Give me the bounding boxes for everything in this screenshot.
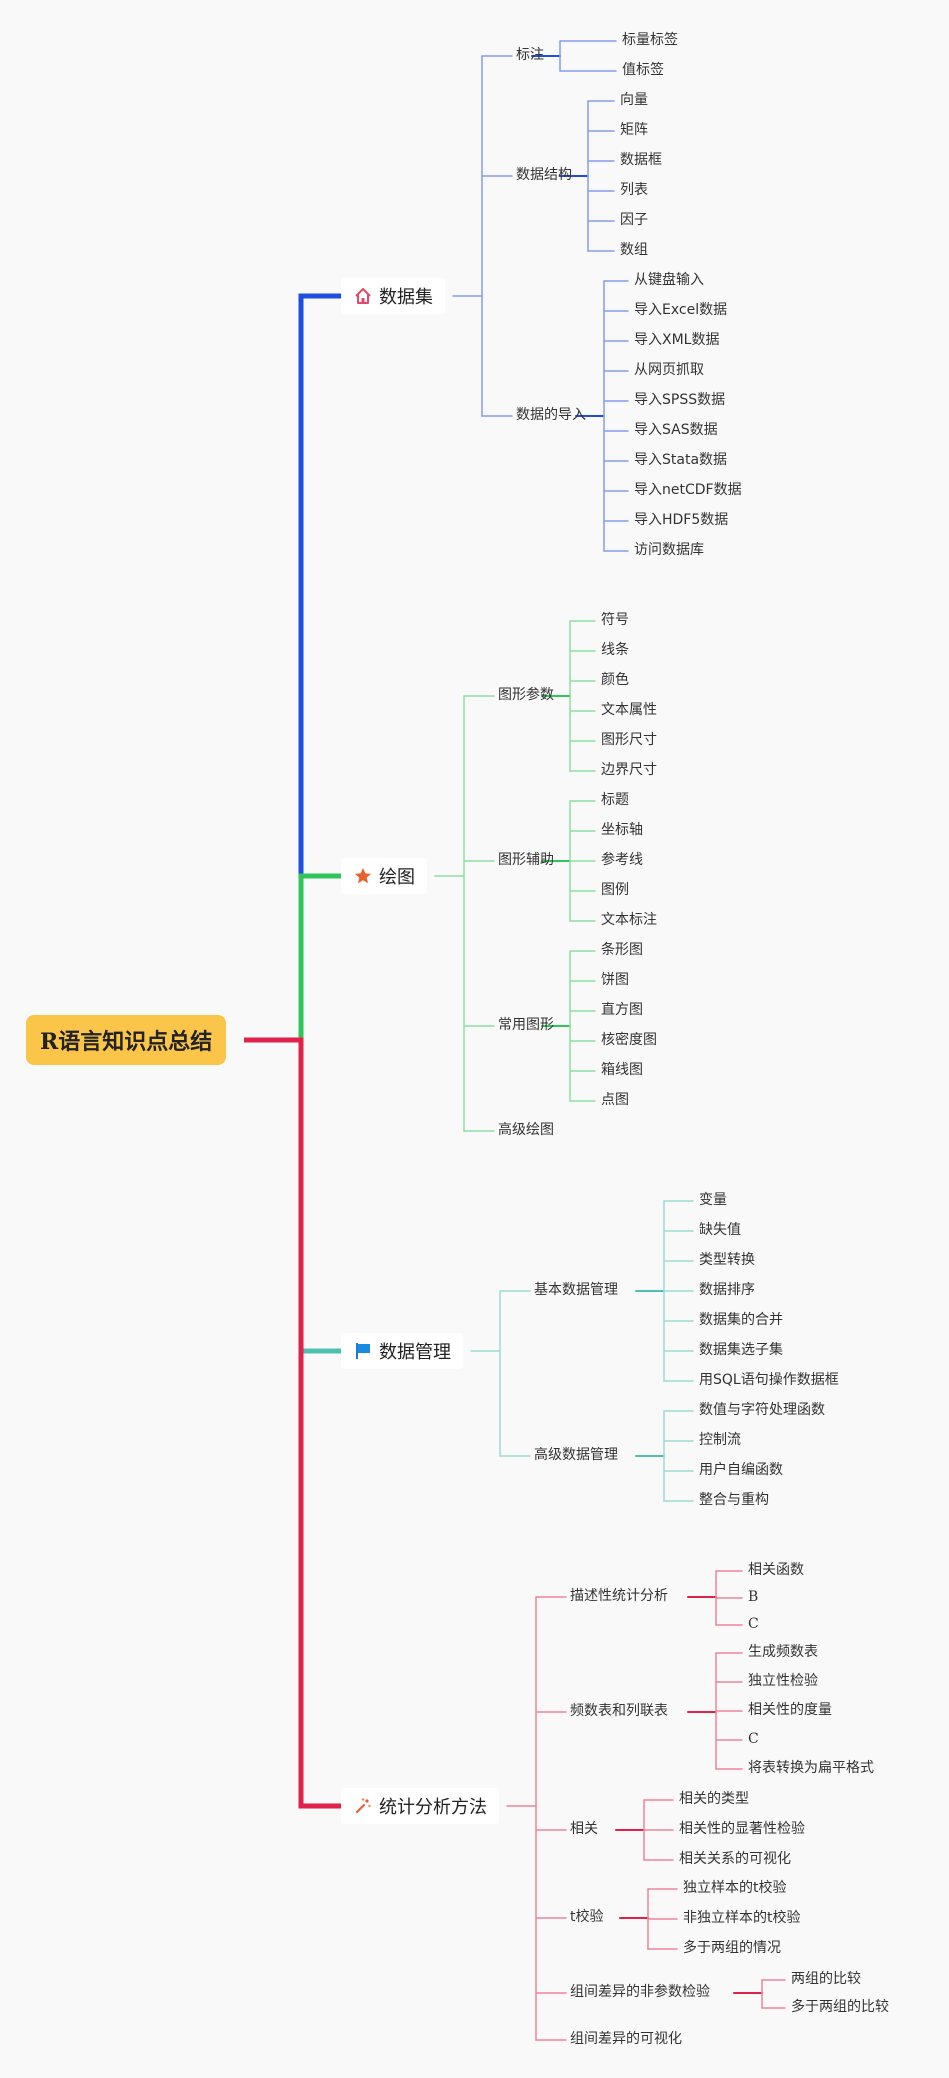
leaf-node[interactable]: 整合与重构 [699,1492,769,1509]
leaf-node[interactable]: 导入SAS数据 [634,422,718,439]
leaf-node[interactable]: 饼图 [601,972,629,989]
leaf-node[interactable]: 条形图 [601,942,643,959]
leaf-node[interactable]: 文本属性 [601,702,657,719]
leaf-node[interactable]: 两组的比较 [791,1971,861,1988]
branch-node-3[interactable]: 统计分析方法 [341,1788,499,1824]
branch-node-0[interactable]: 数据集 [341,278,445,314]
sparkle-icon [356,1798,371,1813]
leaf-node[interactable]: 直方图 [601,1002,643,1019]
leaf-node[interactable]: 文本标注 [601,912,657,929]
leaf-node[interactable]: 图例 [601,882,629,899]
leaf-node[interactable]: 独立性检验 [748,1673,818,1690]
leaf-node[interactable]: 数值与字符处理函数 [699,1402,825,1419]
leaf-node[interactable]: 变量 [699,1192,727,1209]
leaf-node[interactable]: 点图 [601,1092,629,1109]
leaf-node[interactable]: 多于两组的比较 [791,1999,889,2016]
leaf-node[interactable]: 箱线图 [601,1062,643,1079]
sub-node[interactable]: 频数表和列联表 [570,1703,668,1720]
leaf-node[interactable]: 相关性的度量 [748,1702,832,1719]
leaf-node[interactable]: 参考线 [601,852,643,869]
leaf-node[interactable]: 数据框 [620,152,662,169]
house-icon [355,288,371,304]
leaf-node[interactable]: 独立样本的t校验 [683,1880,787,1897]
leaf-node[interactable]: 列表 [620,182,648,199]
leaf-node[interactable]: 从键盘输入 [634,272,704,289]
leaf-node[interactable]: 用户自编函数 [699,1462,783,1479]
leaf-node[interactable]: 因子 [620,212,648,229]
sub-node[interactable]: t校验 [570,1909,604,1926]
branch-node-1[interactable]: 绘图 [341,858,427,894]
leaf-node[interactable]: 标题 [601,792,629,809]
sub-node[interactable]: 常用图形 [498,1017,554,1034]
leaf-node[interactable]: 数组 [620,242,648,259]
leaf-node[interactable]: 将表转换为扁平格式 [748,1760,874,1777]
branch-label: 数据管理 [379,1342,451,1363]
root-node[interactable]: R语言知识点总结 [26,1015,227,1065]
branch-node-2[interactable]: 数据管理 [341,1333,463,1369]
sub-node[interactable]: 组间差异的可视化 [570,2031,682,2048]
sub-node[interactable]: 数据的导入 [516,407,586,424]
leaf-node[interactable]: 值标签 [622,62,664,79]
sub-node[interactable]: 描述性统计分析 [570,1588,668,1605]
leaf-node[interactable]: 符号 [601,612,629,629]
leaf-node[interactable]: 矩阵 [620,122,648,139]
leaf-node[interactable]: 缺失值 [699,1222,741,1239]
leaf-node[interactable]: 数据集的合并 [699,1312,783,1329]
leaf-node[interactable]: 相关的类型 [679,1791,749,1808]
leaf-node[interactable]: 导入Stata数据 [634,452,728,469]
leaf-node[interactable]: 从网页抓取 [634,362,704,379]
leaf-node[interactable]: 导入XML数据 [634,332,720,349]
leaf-node[interactable]: 导入netCDF数据 [634,482,742,499]
leaf-node[interactable]: C [748,1731,759,1748]
leaf-node[interactable]: 数据排序 [699,1282,755,1299]
leaf-node[interactable]: 相关关系的可视化 [679,1851,791,1868]
leaf-node[interactable]: 导入SPSS数据 [634,392,726,409]
leaf-node[interactable]: 访问数据库 [634,542,704,559]
leaf-node[interactable]: 相关性的显著性检验 [679,1821,805,1838]
leaf-node[interactable]: 用SQL语句操作数据框 [699,1372,839,1389]
leaf-node[interactable]: 颜色 [601,672,629,689]
sub-node[interactable]: 组间差异的非参数检验 [570,1984,710,2001]
sub-node[interactable]: 高级数据管理 [534,1447,618,1464]
sub-node[interactable]: 图形参数 [498,687,554,704]
leaf-node[interactable]: 线条 [601,642,629,659]
leaf-node[interactable]: 导入Excel数据 [634,302,728,319]
leaf-node[interactable]: 向量 [620,92,648,109]
leaf-node[interactable]: B [748,1589,759,1606]
leaf-node[interactable]: 导入HDF5数据 [634,512,729,529]
flag-icon [356,1343,370,1359]
sub-node[interactable]: 相关 [570,1821,598,1838]
leaf-node[interactable]: 图形尺寸 [601,732,657,749]
leaf-node[interactable]: 核密度图 [601,1032,657,1049]
leaf-node[interactable]: 相关函数 [748,1562,804,1579]
leaf-node[interactable]: 标量标签 [622,32,678,49]
sub-node[interactable]: 图形辅助 [498,852,554,869]
branch-label: 绘图 [379,867,415,888]
sub-node[interactable]: 标注 [516,47,544,64]
leaf-node[interactable]: 坐标轴 [601,822,643,839]
star-icon [355,868,371,884]
leaf-node[interactable]: 非独立样本的t校验 [683,1910,801,1927]
branch-label: 统计分析方法 [379,1797,487,1818]
leaf-node[interactable]: 控制流 [699,1432,741,1449]
leaf-node[interactable]: 多于两组的情况 [683,1940,781,1957]
leaf-node[interactable]: 边界尺寸 [601,762,657,779]
sub-node[interactable]: 基本数据管理 [534,1282,618,1299]
leaf-node[interactable]: 生成频数表 [748,1644,818,1661]
sub-node[interactable]: 高级绘图 [498,1122,554,1139]
leaf-node[interactable]: 类型转换 [699,1252,755,1269]
sub-node[interactable]: 数据结构 [516,167,572,184]
branch-label: 数据集 [379,287,433,308]
leaf-node[interactable]: 数据集选子集 [699,1342,783,1359]
leaf-node[interactable]: C [748,1616,759,1633]
